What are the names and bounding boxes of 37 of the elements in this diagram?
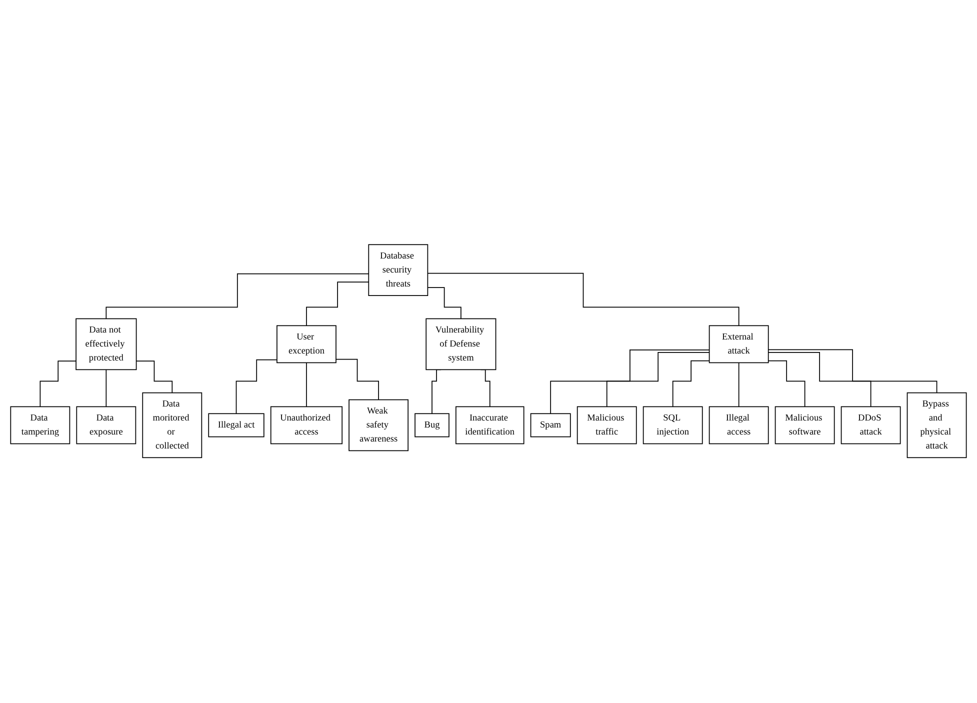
connector: [606, 352, 710, 408]
node-box: Malicious software: [774, 406, 835, 445]
node-box: Weak safety awareness: [348, 400, 409, 452]
node-box: Malicious traffic: [576, 406, 637, 445]
node-box: Bypass and physical attack: [906, 392, 967, 458]
connector: [106, 274, 370, 320]
connector: [336, 359, 379, 401]
node-box: Bug: [414, 414, 450, 438]
connector: [427, 287, 462, 320]
node-box: Data moritored or collected: [142, 392, 202, 458]
connector: [550, 350, 710, 414]
node-box: Database security threats: [368, 244, 428, 296]
node-box: Data exposure: [76, 406, 136, 445]
node-box: User exception: [276, 326, 336, 364]
connector: [672, 360, 710, 408]
connector: [136, 361, 173, 394]
connector: [738, 362, 740, 408]
connector: [768, 360, 806, 408]
connector: [106, 370, 107, 408]
node-box: Illegal act: [208, 414, 264, 438]
connector: [236, 360, 278, 414]
node-box: Vulnerability of Defense system: [426, 318, 496, 370]
node-box: Data not effectively protected: [76, 318, 137, 370]
node-box: Unauthorized access: [270, 406, 343, 445]
node-box: Inaccurate identification: [456, 406, 524, 445]
connector: [306, 362, 307, 408]
connector: [768, 352, 872, 408]
node-box: Data tampering: [10, 406, 70, 445]
node-box: DDoS attack: [840, 406, 901, 445]
node-box: Illegal access: [708, 406, 769, 445]
connector: [306, 282, 370, 326]
connector: [768, 350, 938, 394]
node-box: External attack: [708, 326, 769, 364]
connector: [40, 361, 76, 408]
node-box: SQL injection: [642, 406, 703, 445]
node-box: Spam: [530, 414, 571, 438]
connector: [427, 273, 740, 326]
